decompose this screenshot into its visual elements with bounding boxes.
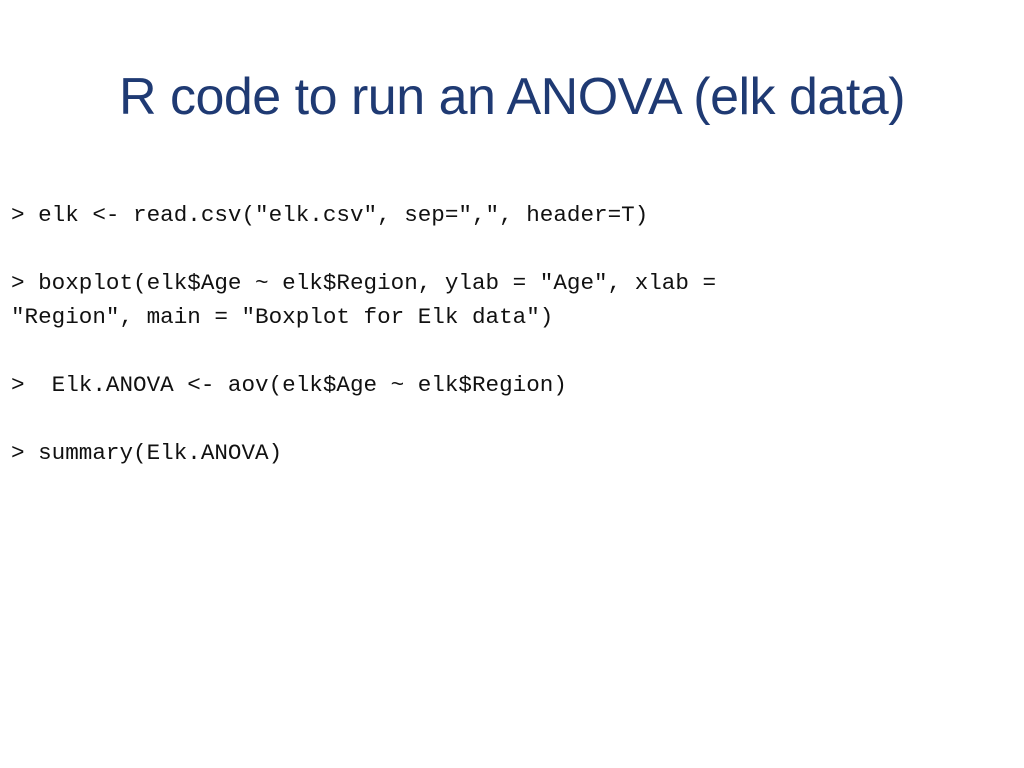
- code-line-read-csv: > elk <- read.csv("elk.csv", sep=",", he…: [11, 202, 649, 228]
- code-line-boxplot-continued: "Region", main = "Boxplot for Elk data"): [11, 304, 554, 330]
- code-line-blank: [11, 402, 1011, 436]
- code-line-aov: > Elk.ANOVA <- aov(elk$Age ~ elk$Region): [11, 372, 567, 398]
- code-line-blank: [11, 334, 1011, 368]
- code-line-summary: > summary(Elk.ANOVA): [11, 440, 283, 466]
- code-line-boxplot: > boxplot(elk$Age ~ elk$Region, ylab = "…: [11, 270, 717, 296]
- slide-title: R code to run an ANOVA (elk data): [118, 68, 906, 126]
- r-code-block: > elk <- read.csv("elk.csv", sep=",", he…: [11, 198, 1011, 470]
- code-line-blank: [11, 232, 1011, 266]
